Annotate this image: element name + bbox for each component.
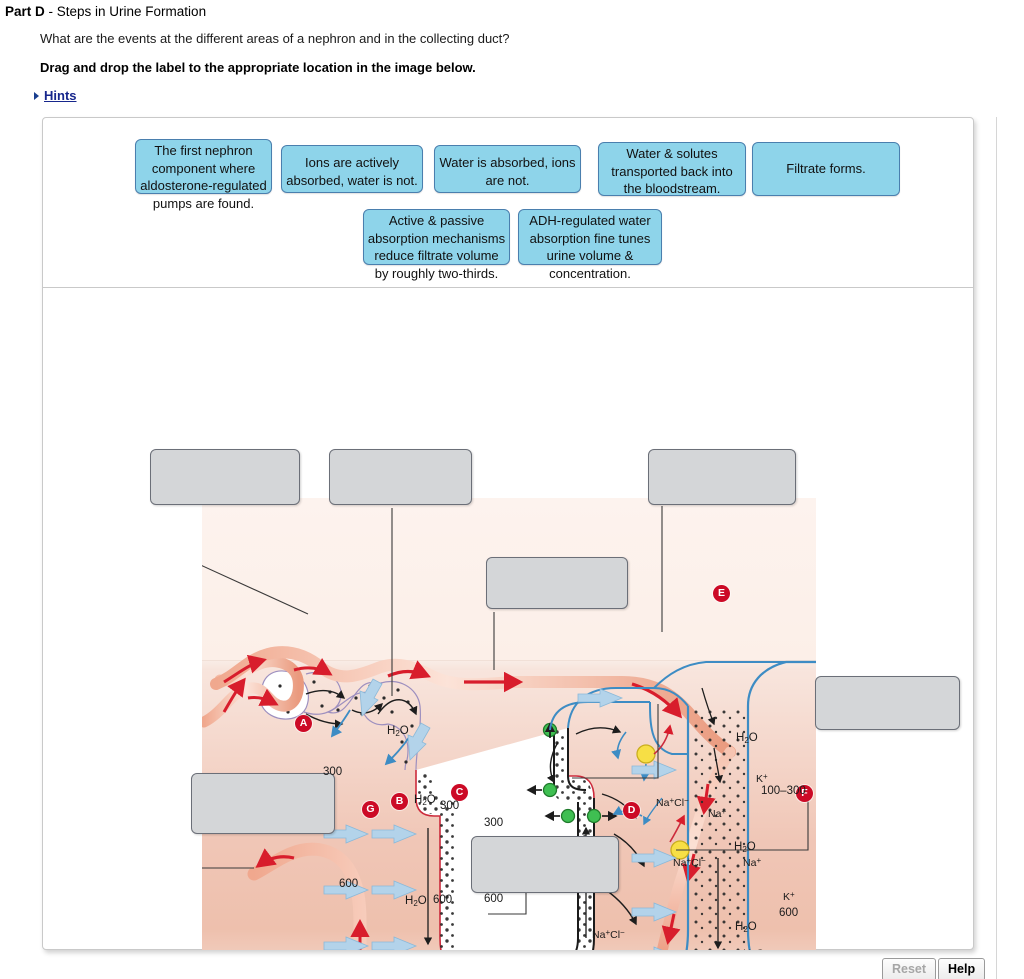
osmolarity-600-d: 600 (779, 907, 799, 919)
reset-button[interactable]: Reset (882, 958, 937, 979)
water-label-9: H2O (735, 921, 757, 934)
drag-label-water-solutes[interactable]: Water & solutes transported back into th… (598, 142, 746, 196)
bullet-f[interactable]: F (796, 785, 813, 802)
label-bank: The first nephron component where aldost… (43, 118, 973, 288)
hints-toggle[interactable]: Hints (34, 88, 77, 103)
right-divider (996, 117, 997, 979)
water-label-2: H2O (414, 794, 436, 807)
ion-label-nacl-3: Na+Cl− (592, 928, 625, 941)
water-label-3: H2O (736, 732, 758, 745)
ion-label-nacl-2: Na+Cl− (673, 856, 706, 869)
water-label-1: H2O (387, 725, 409, 738)
bullet-g[interactable]: G (362, 801, 379, 818)
drop-target-c[interactable] (486, 557, 628, 609)
bullet-a[interactable]: A (295, 715, 312, 732)
drag-label-aldosterone[interactable]: The first nephron component where aldost… (135, 139, 272, 211)
cortex-medulla-boundary (202, 660, 816, 670)
osmolarity-600-b: 600 (433, 894, 453, 906)
drop-target-b[interactable] (329, 449, 472, 505)
water-label-5: H2O (405, 895, 427, 908)
part-dash: - (44, 4, 57, 19)
bullet-c[interactable]: C (451, 784, 468, 801)
osmolarity-300-b: 300 (440, 800, 460, 812)
ion-label-na-2: Na+ (743, 856, 762, 869)
question-text: What are the events at the different are… (40, 31, 510, 46)
ion-label-k-1: K+ (756, 772, 768, 785)
instruction-text: Drag and drop the label to the appropria… (40, 60, 476, 75)
drag-label-ions-absorbed[interactable]: Ions are actively absorbed, water is not… (281, 145, 423, 193)
ion-label-na-1: Na+ (708, 807, 727, 820)
drag-drop-panel: The first nephron component where aldost… (42, 117, 974, 950)
nephron-diagram: A B C D E F G 300 300 300 600 600 600 60… (43, 288, 975, 950)
part-title-text: Steps in Urine Formation (56, 4, 207, 19)
part-label: Part D (5, 4, 45, 19)
drag-label-active-passive[interactable]: Active & passive absorption mechanisms r… (363, 209, 510, 281)
drop-target-a[interactable] (150, 449, 300, 505)
hints-link-label[interactable]: Hints (44, 88, 77, 103)
water-label-10: H2O (743, 949, 765, 950)
water-label-4: H2O (734, 841, 756, 854)
drag-label-filtrate-forms[interactable]: Filtrate forms. (752, 142, 900, 196)
chevron-right-icon (34, 91, 39, 100)
osmolarity-300-c: 300 (484, 817, 504, 829)
osmolarity-600-c: 600 (484, 893, 504, 905)
drag-label-adh[interactable]: ADH-regulated water absorption fine tune… (518, 209, 662, 281)
bullet-b[interactable]: B (391, 793, 408, 810)
bullet-e[interactable]: E (713, 585, 730, 602)
drag-label-water-absorbed[interactable]: Water is absorbed, ions are not. (434, 145, 581, 193)
drop-target-e[interactable] (648, 449, 796, 505)
help-button[interactable]: Help (938, 958, 986, 979)
bullet-d[interactable]: D (623, 802, 640, 819)
drop-target-g[interactable] (191, 773, 335, 834)
page-title: Part D - Steps in Urine Formation (5, 4, 206, 19)
ion-label-nacl-1: Na+Cl− (656, 796, 689, 809)
ion-label-k-2: K+ (783, 890, 795, 903)
drop-target-d[interactable] (471, 836, 619, 893)
osmolarity-300-a: 300 (323, 766, 343, 778)
drop-target-f[interactable] (815, 676, 960, 730)
osmolarity-600-a: 600 (339, 878, 359, 890)
osmolarity-100-300: 100–300 (761, 785, 806, 797)
